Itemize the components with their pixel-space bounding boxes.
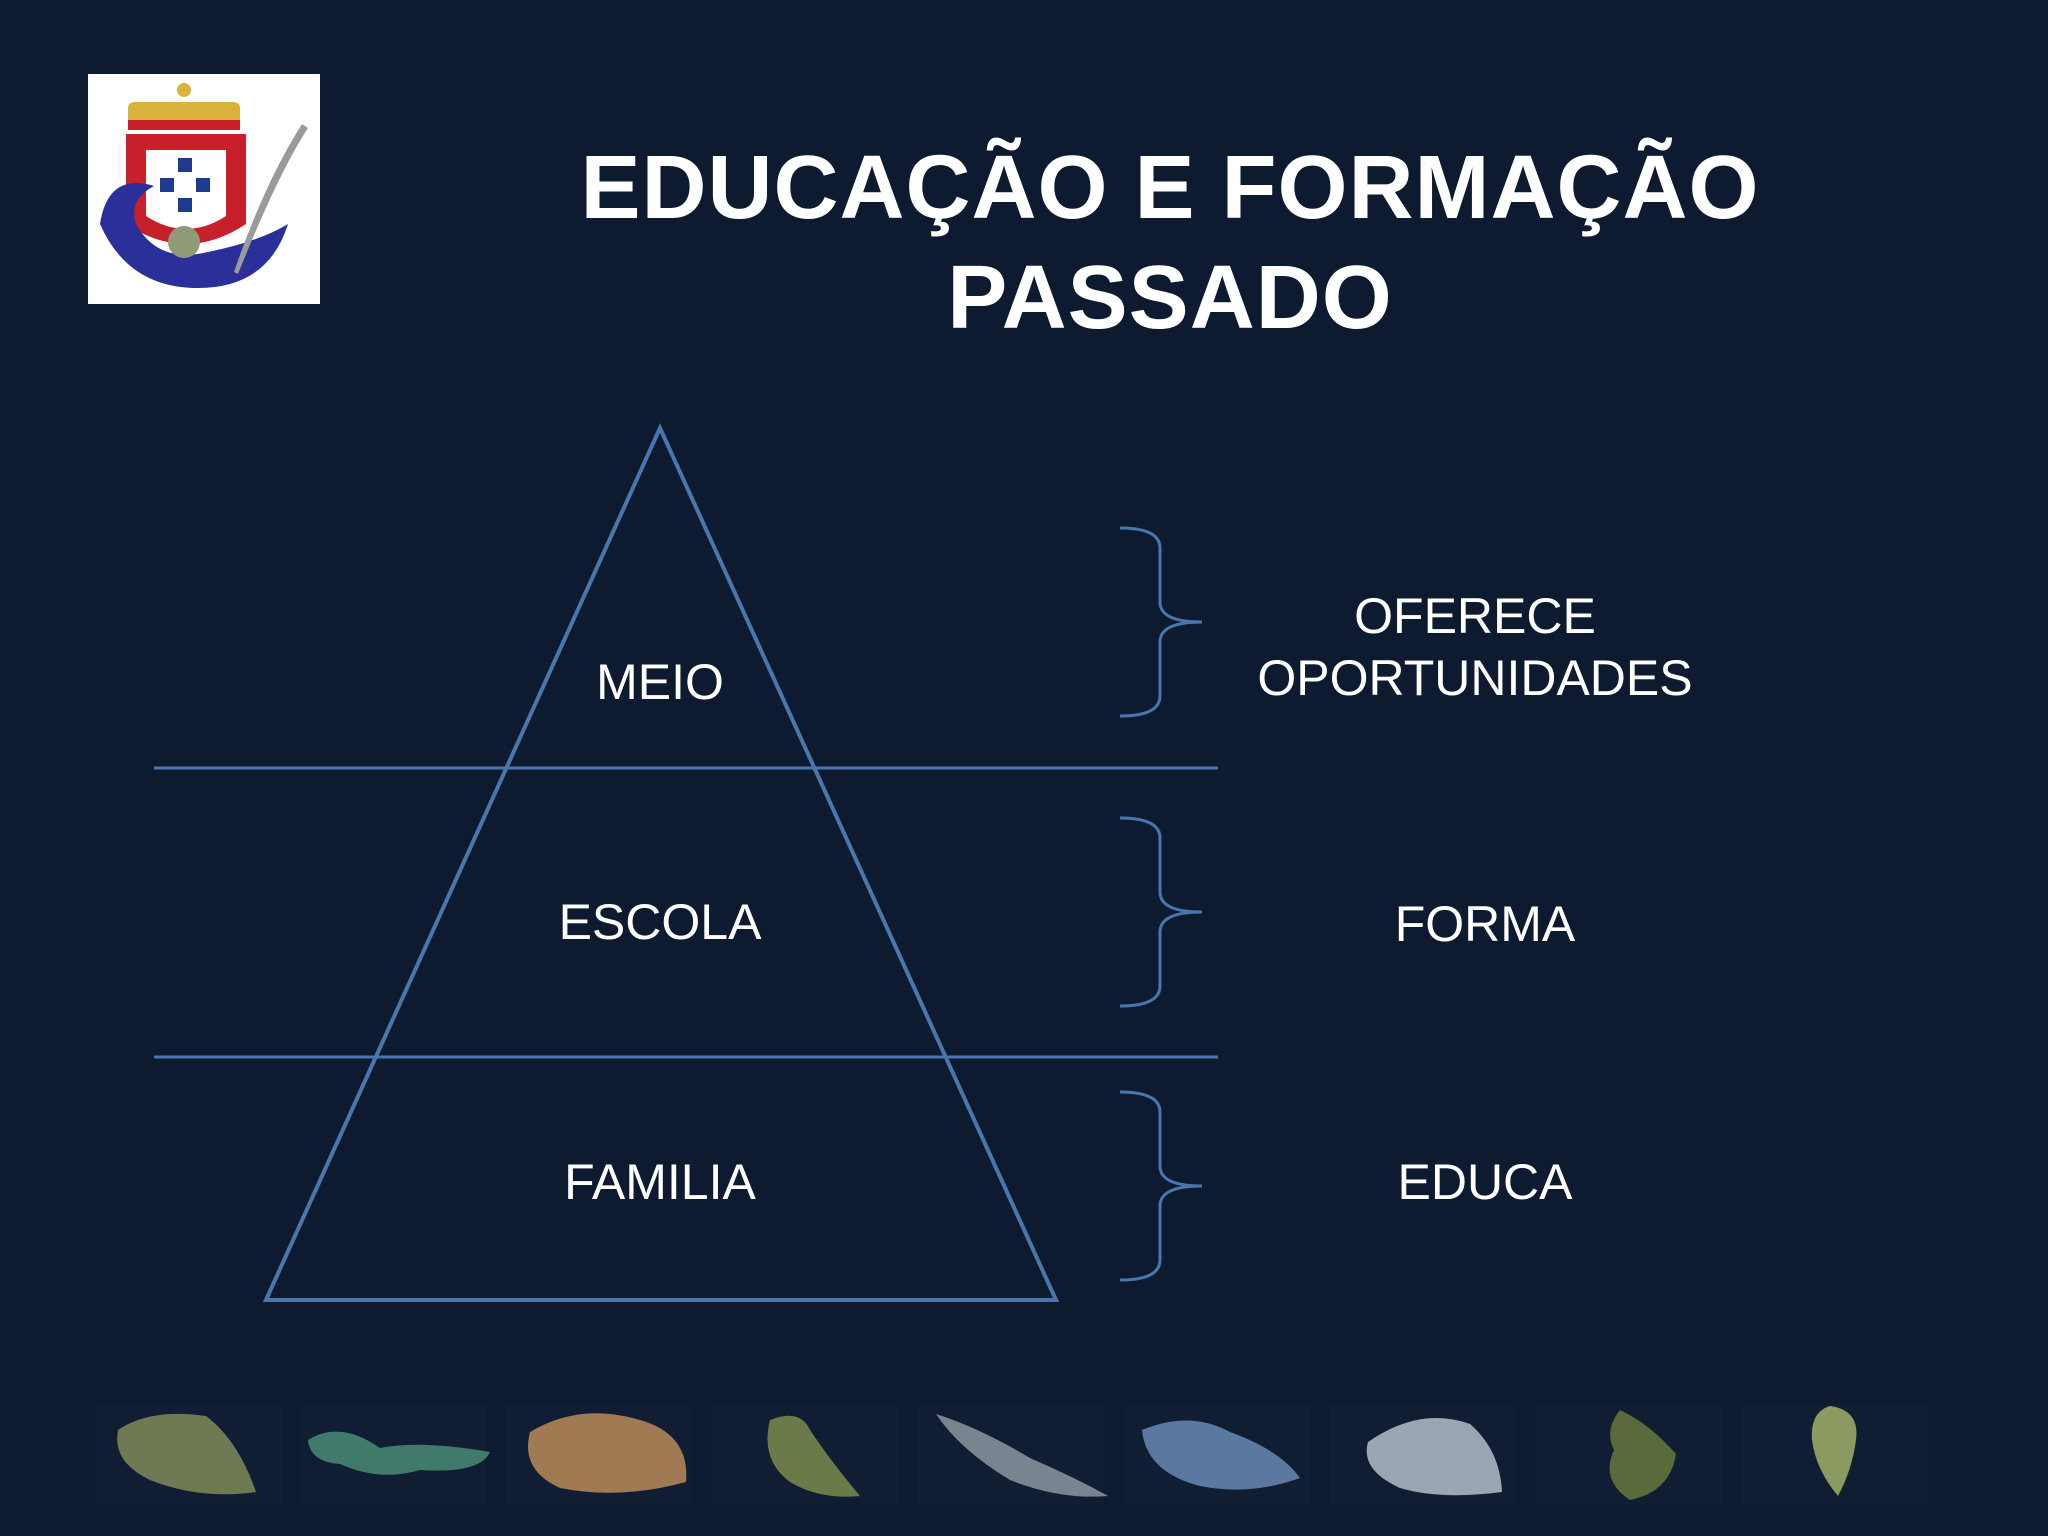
pyramid-triangle: [262, 423, 1060, 1302]
brace-meio: [1119, 526, 1203, 718]
crown-band: [128, 120, 240, 130]
island-5-icon: [936, 1414, 1108, 1497]
island-1-icon: [117, 1413, 256, 1495]
island-strip: [96, 1404, 1928, 1504]
level-label-familia: FAMILIA: [564, 1154, 756, 1210]
island-3-icon: [528, 1413, 687, 1493]
role-label-meio-line-1: OFERECE: [1354, 588, 1596, 644]
level-label-escola: ESCOLA: [558, 894, 762, 950]
role-label-meio-line-2: OPORTUNIDADES: [1257, 650, 1693, 706]
island-7-icon: [1366, 1418, 1502, 1496]
island-6-icon: [1142, 1420, 1300, 1490]
island-2-icon: [308, 1431, 490, 1475]
island-9-icon: [1811, 1406, 1857, 1496]
brace-familia: [1119, 1090, 1203, 1282]
island-8-icon: [1609, 1410, 1676, 1500]
quill-shape: [234, 124, 308, 274]
role-label-escola: FORMA: [1394, 896, 1576, 952]
coat-of-arms-icon: [88, 74, 320, 304]
coat-of-arms-graphic: [100, 83, 308, 288]
shield-inner: [146, 150, 226, 229]
globe-shape: [168, 226, 200, 258]
slide-title-line-2: PASSADO: [947, 248, 1393, 348]
level-label-meio: MEIO: [596, 654, 724, 710]
crown-top: [177, 83, 191, 97]
slide-title-line-1: EDUCAÇÃO E FORMAÇÃO: [580, 138, 1760, 238]
brace-escola: [1119, 816, 1203, 1008]
role-label-familia: EDUCA: [1397, 1154, 1573, 1210]
island-4-icon: [767, 1415, 860, 1497]
